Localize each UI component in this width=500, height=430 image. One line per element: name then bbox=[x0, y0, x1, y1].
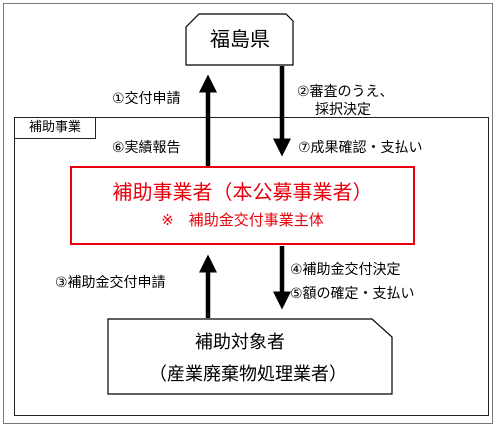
outer-frame bbox=[3, 3, 493, 424]
flow-label-2b: 採択決定 bbox=[315, 102, 371, 118]
operator-title: 補助事業者（本公募事業者） bbox=[112, 180, 373, 204]
flow-label-3: ③補助金交付申請 bbox=[55, 275, 166, 291]
subsidy-project-label: 補助事業 bbox=[14, 117, 96, 139]
flow-label-2a: ②審査のうえ、 bbox=[297, 84, 394, 100]
flow-label-5: ⑤額の確定・支払い bbox=[290, 286, 415, 302]
operator-node: 補助事業者（本公募事業者） ※ 補助金交付事業主体 bbox=[70, 166, 415, 245]
target-node bbox=[107, 318, 393, 395]
flow-label-4: ④補助金交付決定 bbox=[290, 262, 401, 278]
flow-label-1: ①交付申請 bbox=[112, 91, 181, 107]
target-label-1: 補助対象者 bbox=[195, 332, 285, 353]
target-label-2: （産業廃棄物処理業者） bbox=[149, 364, 347, 385]
prefecture-node bbox=[185, 13, 294, 66]
operator-subtitle: ※ 補助金交付事業主体 bbox=[161, 211, 324, 229]
subsidy-project-frame bbox=[14, 117, 489, 416]
flow-label-6: ⑥実績報告 bbox=[112, 140, 181, 156]
flow-label-7: ⑦成果確認・支払い bbox=[298, 140, 423, 156]
prefecture-label: 福島県 bbox=[210, 27, 270, 51]
